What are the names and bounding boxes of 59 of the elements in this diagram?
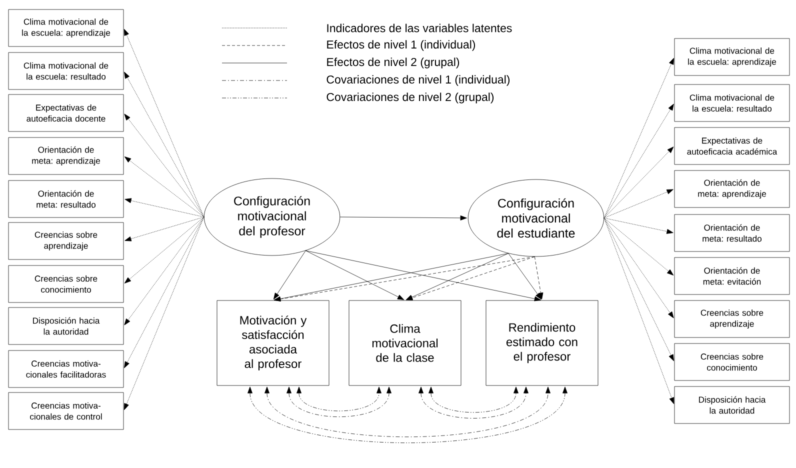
arrow [604,218,674,276]
arrow [508,253,542,300]
covariance-arc [248,386,568,444]
legend-text: Covariaciones de nivel 2 (grupal) [326,92,494,104]
indicator-box: Orientación de meta: aprendizaje [8,137,124,175]
arrow [534,256,544,300]
arrow [124,156,204,218]
indicator-box: Disposición hacia la autoridad [8,307,124,345]
arrow [305,250,404,300]
legend-text: Efectos de nivel 2 (grupal) [327,58,460,68]
indicator-box: Creencias motiva- cionales facilitadoras [8,350,124,388]
covariance-arc [264,386,550,438]
indicator-box: Expectativas de autoeficacia docente [8,94,124,132]
arrow [124,114,204,218]
arrow [406,256,535,300]
arrow [273,250,306,300]
covariance-arc [296,386,382,412]
indicator-box: Clima motivacional de la escuela: resultado [674,84,790,122]
outcome-box: Motivación y satisfacción asociada al profesor [216,300,330,386]
indicator-box: Creencias motiva- cionales de control [8,392,124,430]
covariance-arc [428,386,518,413]
indicator-box: Orientación de meta: resultado [674,214,790,252]
arrow [124,216,204,284]
arrow [604,218,674,234]
arrow [124,198,204,218]
indicator-box: Disposición hacia la autoridad [674,386,790,424]
arrow [604,218,674,404]
covariance-arc [286,386,392,418]
arrow [604,104,674,218]
indicator-box: Orientación de meta: aprendizaje [674,170,790,208]
indicator-box: Creencias sobre conocimiento [674,343,790,381]
indicator-box: Orientación de meta: evitación [674,257,790,295]
indicator-box: Clima motivacional de la escuela: resultado [8,52,124,90]
arrow [124,72,204,218]
arrow [124,216,204,326]
indicator-box: Clima motivacional de la escuela: aprendizaje [674,38,790,76]
legend-text: Efectos de nivel 1 (individual) [327,40,476,51]
arrow [604,218,674,318]
outcome-box: Rendimiento estimado con el profesor [486,300,598,386]
outcome-box: Clima motivacional de la clase [348,300,462,386]
indicator-box: Clima motivacional de la escuela: aprendizaje [8,9,124,47]
arrow [124,216,204,410]
arrow [124,216,204,242]
arrow [604,189,674,218]
indicator-box: Creencias sobre aprendizaje [674,300,790,338]
legend-text: Indicadores de las variables latentes [327,24,512,32]
arrow [124,28,204,218]
indicator-box: Orientación de meta: resultado [8,180,124,218]
arrow [604,58,674,218]
arrow [340,215,467,220]
arrow [604,146,674,218]
indicator-box: Creencias sobre conocimiento [8,265,124,303]
legend-text: Covariaciones de nivel 1 (individual) [326,75,510,86]
arrow [305,250,542,302]
arrow [124,216,204,368]
covariance-arc [418,386,528,418]
arrow [604,218,674,362]
indicator-box: Expectativas de autoeficacia académica [674,127,790,165]
indicator-box: Creencias sobre aprendizaje [8,222,124,260]
